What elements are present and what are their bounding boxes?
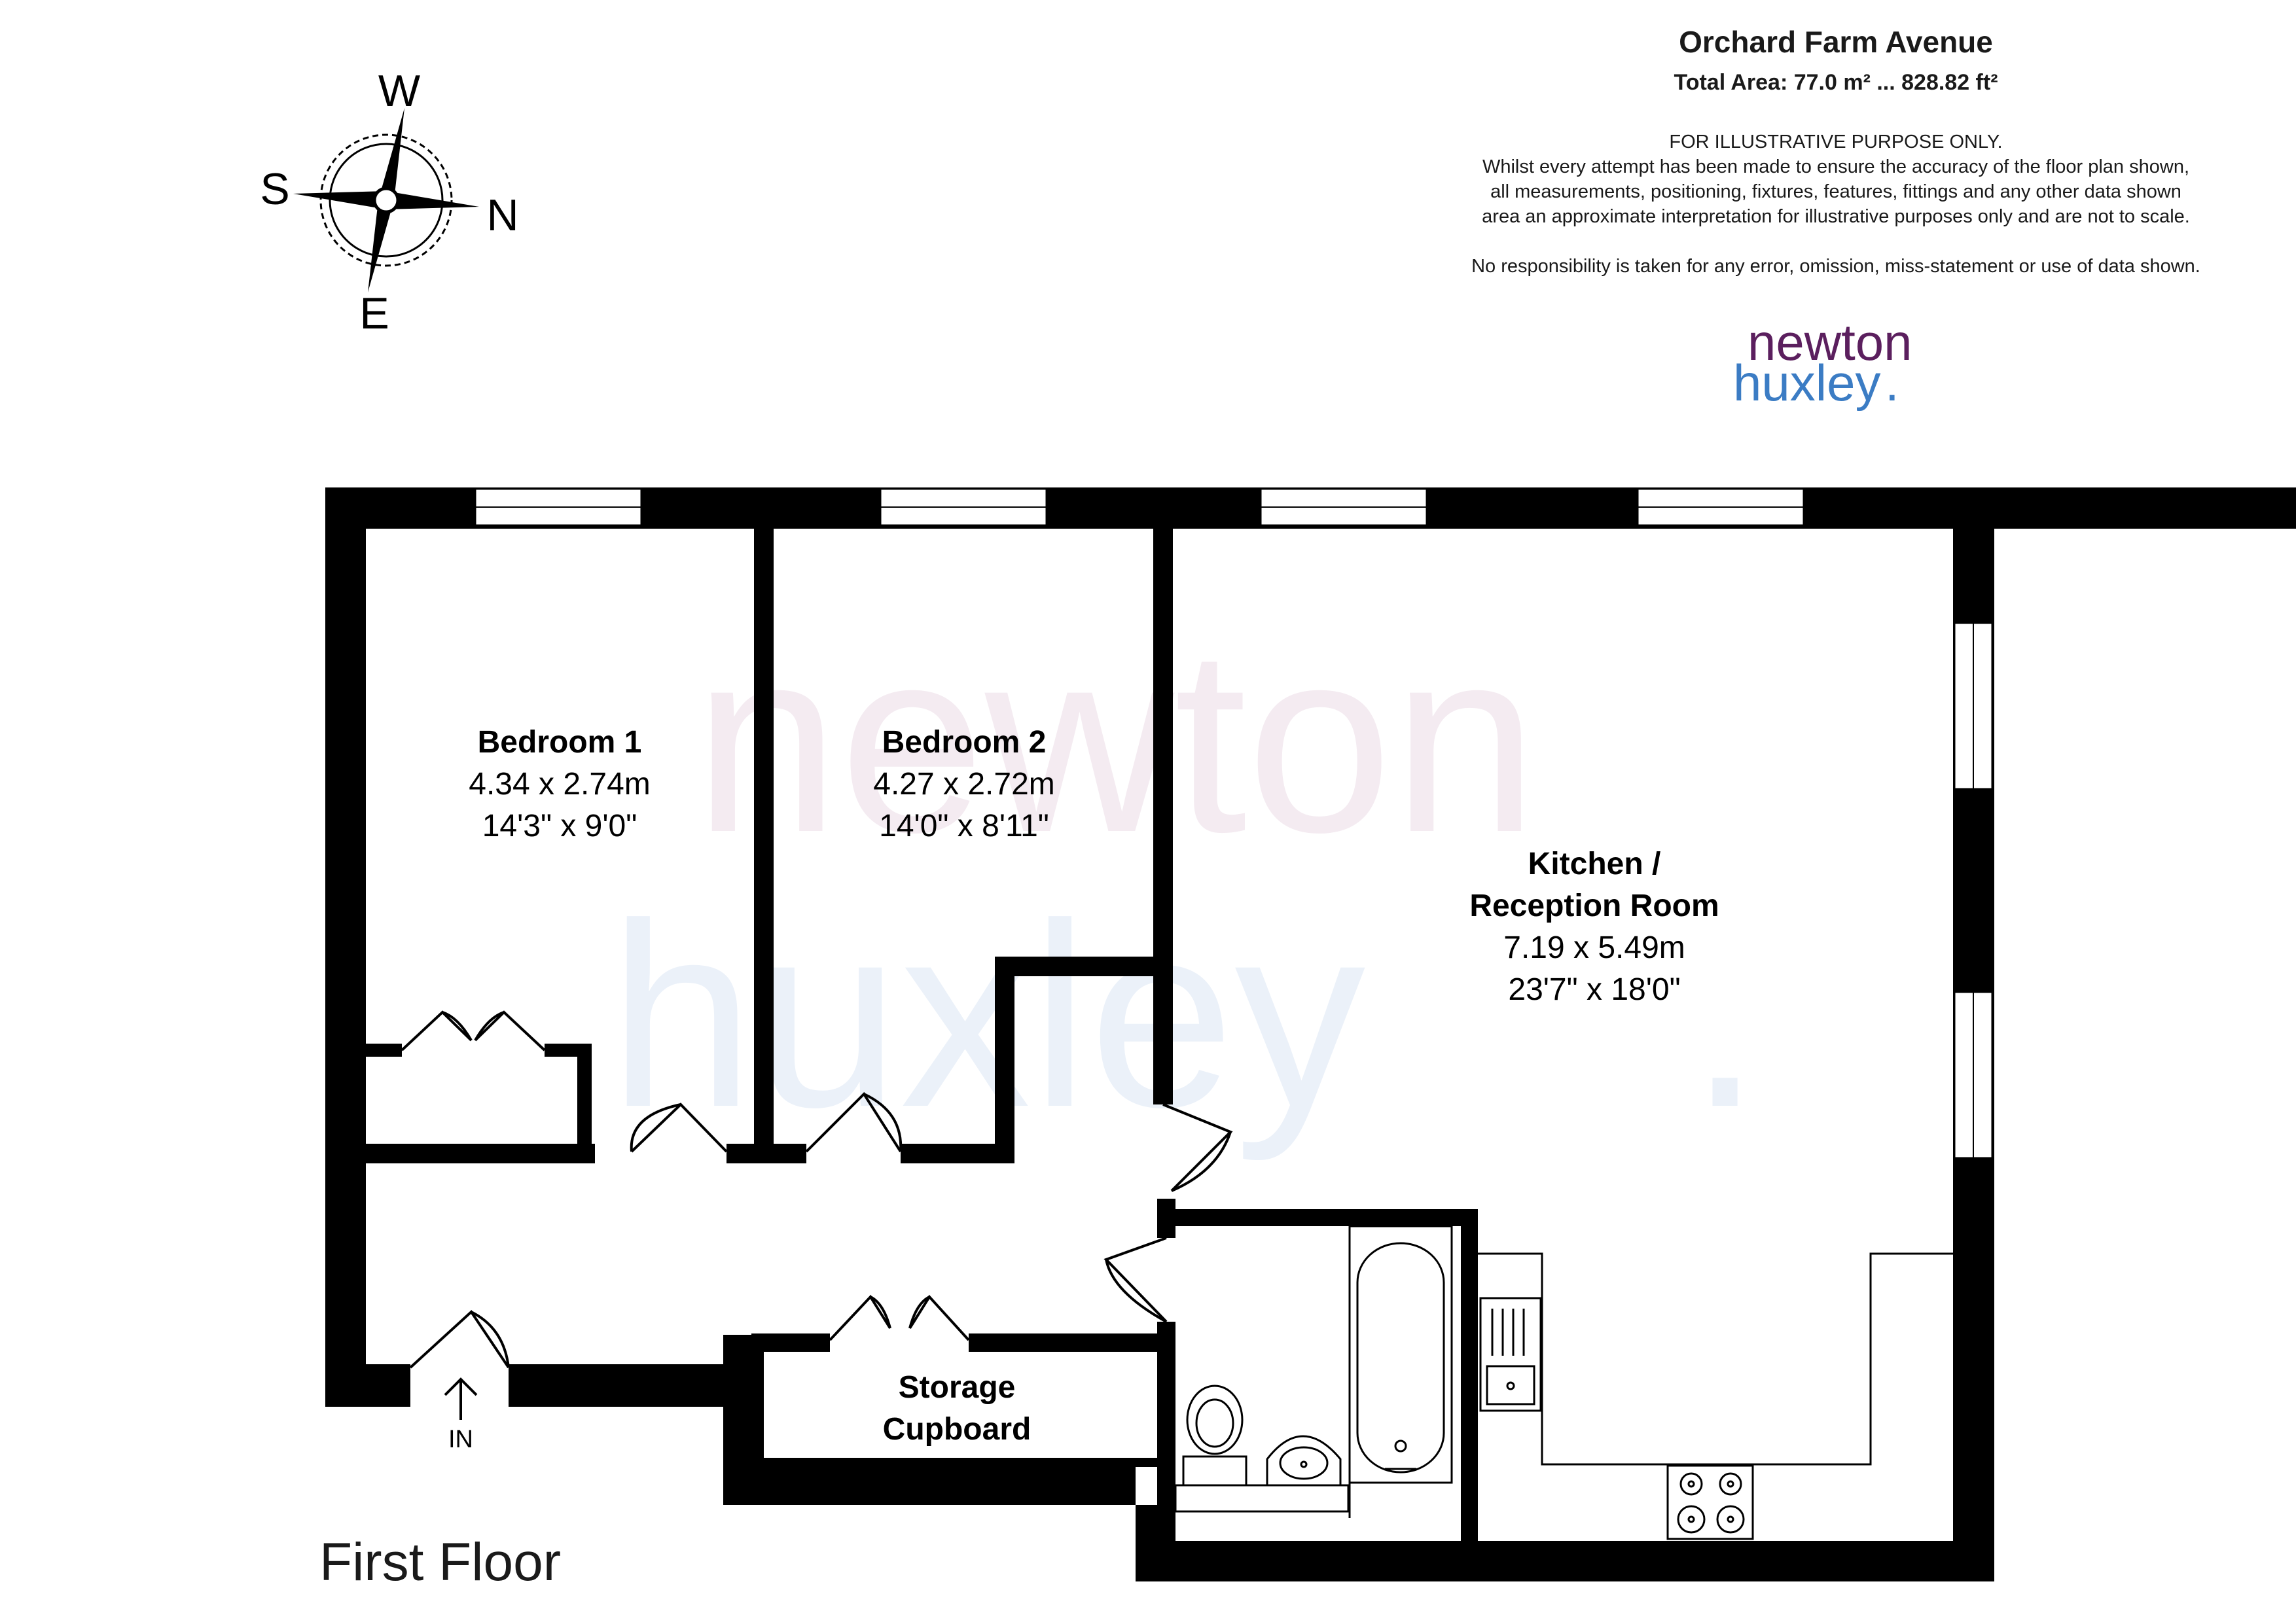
watermark-dot: . (1689, 869, 1761, 1161)
room-metric: 4.27 x 2.72m (873, 767, 1055, 802)
entrance-label: IN (448, 1426, 473, 1453)
room-bedroom-2: Bedroom 2 4.27 x 2.72m 14'0" x 8'11" (873, 725, 1055, 843)
disclaimer-line1: Whilst every attempt has been made to en… (1482, 156, 2190, 177)
toilet-icon (1182, 1385, 1247, 1487)
disclaimer-line3: area an approximate interpretation for i… (1482, 206, 2190, 227)
page-title: Orchard Farm Avenue (1679, 25, 1993, 59)
bath-icon (1348, 1225, 1453, 1484)
room-name-line1: Storage (899, 1370, 1016, 1405)
room-name-line2: Reception Room (1469, 889, 1719, 923)
room-metric: 7.19 x 5.49m (1503, 930, 1685, 965)
room-name: Bedroom 1 (478, 725, 642, 760)
disclaimer-line2: all measurements, positioning, fixtures,… (1490, 181, 2181, 202)
hob-icon (1666, 1464, 1754, 1540)
logo-huxley: huxley (1733, 354, 1880, 412)
room-name: Bedroom 2 (882, 725, 1047, 760)
room-imperial: 14'0" x 8'11" (879, 809, 1049, 843)
room-name-line1: Kitchen / (1528, 847, 1661, 881)
watermark: newton huxley . (609, 594, 1761, 1163)
kitchen-fixtures (1478, 1252, 1954, 1540)
compass-rose-icon: W S N E (260, 66, 518, 338)
logo-dot: . (1885, 354, 1899, 412)
disclaimer: FOR ILLUSTRATIVE PURPOSE ONLY. Whilst ev… (1427, 130, 2245, 279)
disclaimer-responsibility: No responsibility is taken for any error… (1471, 256, 2200, 277)
floor-label: First Floor (319, 1532, 561, 1592)
room-imperial: 23'7" x 18'0" (1508, 972, 1680, 1007)
watermark-line2: huxley (609, 869, 1365, 1163)
header: Orchard Farm Avenue Total Area: 77.0 m² … (1427, 24, 2245, 279)
watermark-line1: newton (694, 594, 1538, 887)
room-metric: 4.34 x 2.74m (469, 767, 651, 802)
compass-east: E (359, 289, 389, 338)
entrance-arrow-icon (444, 1377, 478, 1420)
room-kitchen-reception: Kitchen / Reception Room 7.19 x 5.49m 23… (1469, 847, 1719, 1007)
kitchen-sink-icon (1479, 1297, 1542, 1412)
logo-newton: newton (1748, 313, 1912, 371)
disclaimer-heading: FOR ILLUSTRATIVE PURPOSE ONLY. (1669, 132, 2003, 152)
compass-south: S (260, 164, 289, 214)
sink-icon (1266, 1435, 1342, 1487)
doors (401, 1010, 1233, 1369)
room-bedroom-1: Bedroom 1 4.34 x 2.74m 14'3" x 9'0" (469, 725, 651, 843)
total-area: Total Area: 77.0 m² ... 828.82 ft² (1674, 70, 1998, 95)
brand-logo: newton huxley . (1733, 313, 1912, 412)
bathroom-fixtures (1174, 1225, 1453, 1518)
room-name-line2: Cupboard (883, 1412, 1031, 1447)
compass-west: W (378, 66, 420, 116)
compass-north: N (486, 190, 518, 240)
room-imperial: 14'3" x 9'0" (482, 809, 637, 843)
room-storage-cupboard: Storage Cupboard (883, 1370, 1031, 1447)
